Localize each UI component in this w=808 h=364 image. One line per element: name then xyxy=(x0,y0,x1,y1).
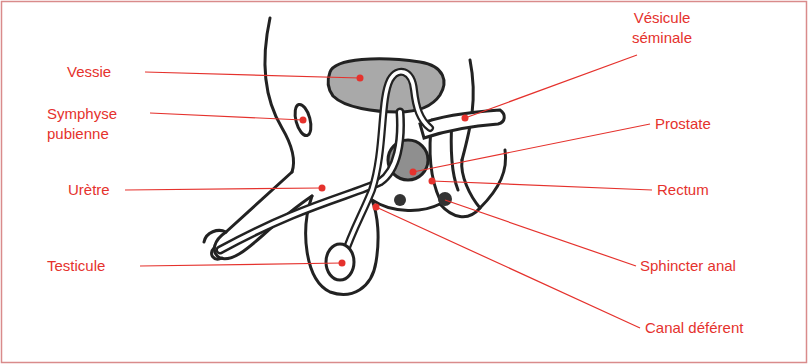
leader-dot xyxy=(319,185,326,192)
leader-dot xyxy=(373,204,380,211)
sacrum-line xyxy=(462,60,473,160)
leader-line xyxy=(432,181,652,190)
part-label: Prostate xyxy=(655,114,755,134)
leader-dot xyxy=(339,260,346,267)
leader-line xyxy=(376,207,640,328)
part-label: Sphincter anal xyxy=(640,256,780,276)
leader-line xyxy=(465,55,637,118)
vas-deferens-tube xyxy=(342,72,430,262)
testicle-shape xyxy=(326,244,354,280)
abdomen-line xyxy=(265,18,294,172)
ducts xyxy=(220,72,430,262)
leader-line xyxy=(150,113,303,120)
perineal-dot xyxy=(394,194,406,206)
leader-line xyxy=(145,72,360,78)
leader-dot xyxy=(462,115,469,122)
leader-dot xyxy=(300,117,307,124)
leader-line xyxy=(445,200,636,266)
part-label: Rectum xyxy=(657,180,757,200)
part-label: Vessie xyxy=(67,62,147,82)
leader-dot xyxy=(357,75,364,82)
leader-dot xyxy=(410,169,417,176)
vas-deferens-lumen xyxy=(342,72,430,262)
part-label: Urètre xyxy=(68,180,148,200)
buttock-line xyxy=(440,160,480,217)
leader-dot xyxy=(429,178,436,185)
part-label: Canal déférent xyxy=(645,318,785,338)
buttock-back xyxy=(480,150,506,208)
seminal-vesicle-shape xyxy=(420,110,504,138)
leader-lines xyxy=(125,55,652,328)
leader-line xyxy=(125,188,322,190)
body-outline xyxy=(204,18,506,294)
leader-line xyxy=(140,263,342,266)
perineum-line xyxy=(372,200,440,210)
leader-line xyxy=(413,124,650,172)
part-label: Vésicule séminale xyxy=(612,8,712,47)
anal-sphincter-shape xyxy=(438,192,452,206)
part-label: Symphyse pubienne xyxy=(47,104,147,143)
leader-dots xyxy=(300,75,469,267)
part-label: Testicule xyxy=(47,256,142,276)
